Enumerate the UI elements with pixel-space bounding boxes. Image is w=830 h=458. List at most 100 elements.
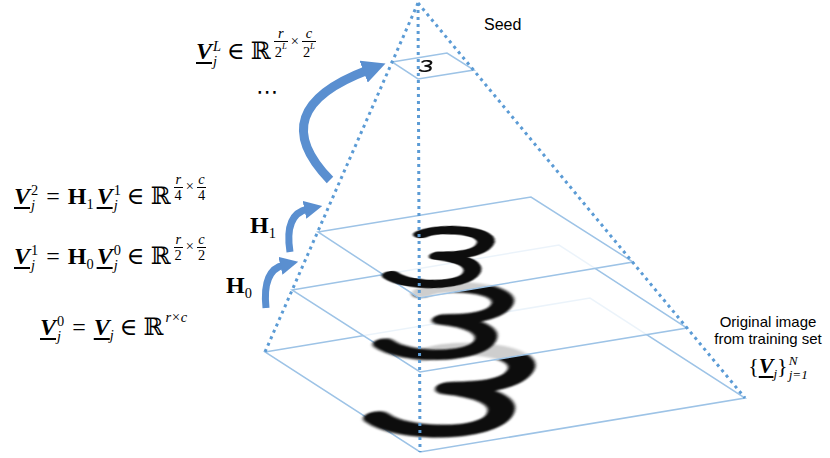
equation-group: VLj∈ ℝr2L×c2L (196, 26, 317, 69)
operator-label: 1 (269, 225, 276, 241)
seed-plane (392, 53, 474, 79)
equation: 4 (198, 187, 205, 203)
curved-arrow (289, 209, 308, 252)
script-stack: 0j (57, 314, 64, 344)
numerator: c (197, 172, 205, 187)
equation: H (68, 183, 87, 209)
superscript: 2 (31, 183, 38, 198)
fraction: c2 (197, 232, 206, 263)
training-set-group: {Vj}Nj=1 (748, 354, 808, 382)
script-stack: 1j (31, 243, 38, 273)
digit-image (379, 284, 517, 357)
fraction: c2L (302, 26, 316, 60)
equation: j (213, 53, 217, 69)
equation: j (114, 257, 118, 273)
curved-arrow (303, 70, 368, 180)
ellipsis: ⋯ (256, 79, 278, 104)
subscript: 0 (245, 285, 252, 301)
superscript: 1 (31, 243, 38, 258)
denominator: 2 (197, 247, 206, 263)
script-stack: Nj=1 (789, 354, 808, 382)
subscript: j (57, 329, 64, 344)
denominator: 2L (274, 41, 288, 60)
script-stack: 2j (31, 183, 38, 213)
superscript: N (789, 354, 808, 368)
superscript: r2L×c2L (273, 33, 317, 49)
equation: j (31, 197, 35, 213)
equation: × (186, 178, 194, 194)
script-stack: 0j (114, 243, 121, 273)
training-set: V (759, 353, 774, 378)
fraction: c4 (197, 172, 206, 203)
operator-label: 0 (245, 285, 252, 301)
operator-label: H (226, 272, 245, 298)
digit-image (420, 61, 433, 71)
equation: 0 (86, 256, 93, 272)
superscript: 1 (114, 183, 121, 198)
script-stack: 1j (114, 183, 121, 213)
superscript: L (310, 41, 315, 51)
operator-label-group: H1 (250, 212, 276, 242)
subscript: j (114, 198, 121, 213)
equation: V (14, 183, 30, 209)
equation: L (213, 38, 221, 54)
training-set: } (777, 353, 788, 378)
numerator: c (197, 232, 205, 247)
equation-group: V1j=H0V0j∈ ℝr2×c2 (14, 232, 207, 274)
equation: L (282, 41, 287, 51)
fraction: r4 (174, 172, 183, 203)
superscript: 0 (57, 314, 64, 329)
numerator: r (174, 172, 182, 187)
equation: 2 (31, 182, 38, 198)
denominator: 2L (302, 41, 316, 60)
equation: 2 (303, 44, 310, 60)
equation: 1 (114, 182, 121, 198)
caption-text-group: Original image from training set (709, 314, 827, 347)
seed-label: Seed (484, 16, 521, 33)
subscript: j=1 (789, 368, 808, 382)
operator-label: H (250, 212, 269, 238)
subscript: 1 (269, 225, 276, 241)
equation: r×c (166, 309, 188, 325)
equation: r (175, 231, 181, 247)
curved-arrow (265, 265, 284, 308)
script-stack: Lj (213, 39, 221, 69)
superscript: r2×c2 (173, 238, 208, 254)
equation: j (31, 257, 35, 273)
equation: = (72, 314, 86, 340)
image-plane (318, 197, 633, 298)
equation: V (14, 243, 30, 269)
equation: 1 (86, 196, 93, 212)
equation: c (306, 25, 312, 41)
equation: ∈ ℝ (127, 243, 171, 269)
equation: = (46, 243, 60, 269)
numerator: r (277, 26, 285, 41)
equation: 4 (175, 187, 182, 203)
pyramid-edge (265, 3, 745, 452)
subscript: j (114, 258, 121, 273)
equation: j (114, 197, 118, 213)
equation: 2 (175, 247, 182, 263)
fraction: r2L (274, 26, 288, 60)
training-set: { (748, 353, 759, 378)
equation: ∈ ℝ (127, 183, 171, 209)
fraction: r2 (174, 232, 183, 263)
subscript: j (773, 366, 777, 381)
caption-text: Original image from training set (714, 313, 822, 347)
equation: × (186, 238, 194, 254)
seed-label-group: Seed (484, 16, 521, 34)
equation: 0 (57, 313, 64, 329)
subscript: 0 (86, 256, 93, 272)
subscript: j (31, 258, 38, 273)
subscript: j (213, 54, 221, 69)
denominator: 4 (197, 187, 206, 203)
equation-group: V0j=Vj∈ ℝr×c (40, 310, 187, 345)
equation: 0 (114, 242, 121, 258)
equation: r (175, 171, 181, 187)
equation: = (46, 183, 60, 209)
denominator: 2 (174, 247, 183, 263)
equation: V (97, 183, 113, 209)
equation: H (68, 243, 87, 269)
